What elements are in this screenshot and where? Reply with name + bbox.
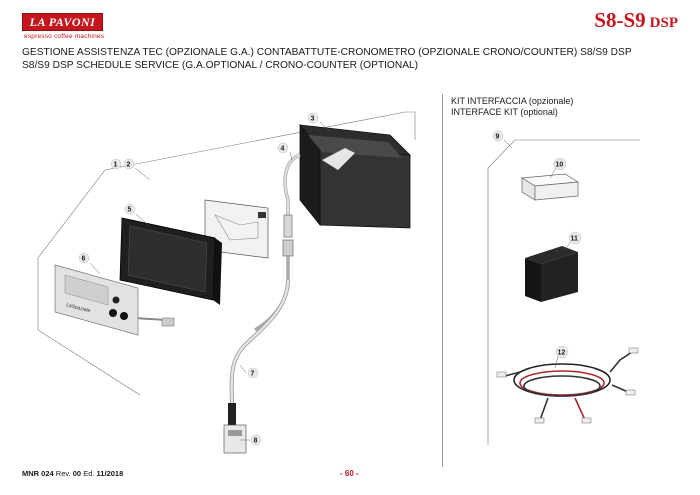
callout-6: 6 xyxy=(78,252,90,264)
wiring-harness xyxy=(496,347,639,424)
callout-11: 11 xyxy=(568,231,582,245)
assembly-group-outline xyxy=(37,111,416,396)
edition-date: 11/2018 xyxy=(96,469,124,478)
page-title-italian: GESTIONE ASSISTENZA TEC (OPZIONALE G.A.)… xyxy=(22,47,632,58)
interface-module-black xyxy=(525,246,578,302)
svg-text:8: 8 xyxy=(254,438,258,445)
svg-text:12: 12 xyxy=(558,350,566,357)
document-reference: MNR 024 Rev. 00 Ed. 11/2018 xyxy=(22,469,123,478)
svg-text:4: 4 xyxy=(281,146,285,153)
callout-1: 1 xyxy=(110,158,122,170)
callout-4: 4 xyxy=(277,142,289,154)
long-cable xyxy=(229,279,290,406)
model-suffix: DSP xyxy=(649,15,678,31)
page-number: - 60 - xyxy=(340,469,359,478)
svg-text:7: 7 xyxy=(251,371,255,378)
kit-title-english: INTERFACE KIT (optional) xyxy=(451,107,558,117)
keypad-membrane: LaSpaziale xyxy=(54,264,175,336)
interface-module-small xyxy=(520,173,580,201)
svg-text:5: 5 xyxy=(128,207,132,214)
svg-text:3: 3 xyxy=(311,116,315,123)
ed-label: Ed. xyxy=(83,469,95,478)
model-name: S8-S9 xyxy=(594,8,646,32)
kit-group-outline xyxy=(487,139,640,445)
callout-8: 8 xyxy=(250,434,262,446)
page-title-english: S8/S9 DSP SCHEDULE SERVICE (G.A.OPTIONAL… xyxy=(22,60,419,71)
callout-leaders xyxy=(89,121,572,441)
doc-code: MNR 024 xyxy=(22,469,54,478)
svg-text:10: 10 xyxy=(556,162,564,169)
callout-2: 2 xyxy=(123,158,135,170)
enclosure-box xyxy=(299,123,412,229)
brand-logo: LA PAVONI xyxy=(22,13,103,31)
kit-title-italian: KIT INTERFACCIA (opzionale) xyxy=(451,96,574,106)
section-divider xyxy=(442,94,443,467)
svg-text:9: 9 xyxy=(496,134,500,141)
callout-12: 12 xyxy=(555,345,569,359)
brand-tagline: espresso coffee machines xyxy=(24,33,105,40)
rev-label: Rev. xyxy=(55,469,71,478)
svg-text:2: 2 xyxy=(127,162,131,169)
display-frame xyxy=(119,217,222,305)
svg-text:6: 6 xyxy=(82,256,86,263)
callout-7: 7 xyxy=(247,367,259,379)
connector-board xyxy=(223,403,247,454)
svg-text:11: 11 xyxy=(571,236,579,243)
rev-number: 00 xyxy=(72,469,82,478)
callout-10: 10 xyxy=(553,157,567,171)
logo-text: LA PAVONI xyxy=(29,14,96,29)
svg-text:1: 1 xyxy=(114,162,118,169)
callout-3: 3 xyxy=(307,112,319,124)
callout-5: 5 xyxy=(124,203,136,215)
callout-9: 9 xyxy=(492,130,504,142)
